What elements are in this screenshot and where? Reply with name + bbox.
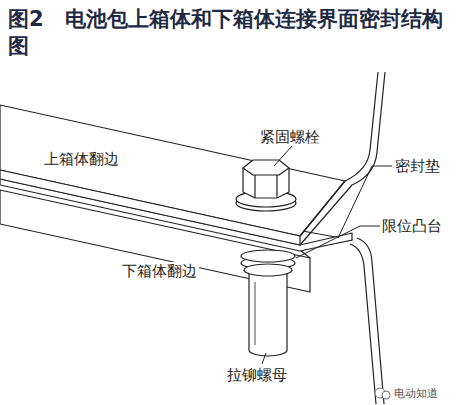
part-label: 上箱体翻边 — [42, 150, 121, 168]
part-label: 下箱体翻边 — [120, 262, 199, 280]
part-label: 拉铆螺母 — [225, 366, 289, 384]
part-label: 紧固螺栓 — [258, 128, 322, 146]
figure-title: 图2 电池包上箱体和下箱体连接界面密封结构图 — [8, 6, 460, 60]
part-label: 限位凸台 — [380, 217, 444, 235]
watermark: 电动知道 — [392, 387, 440, 401]
part-label: 密封垫 — [393, 157, 442, 175]
